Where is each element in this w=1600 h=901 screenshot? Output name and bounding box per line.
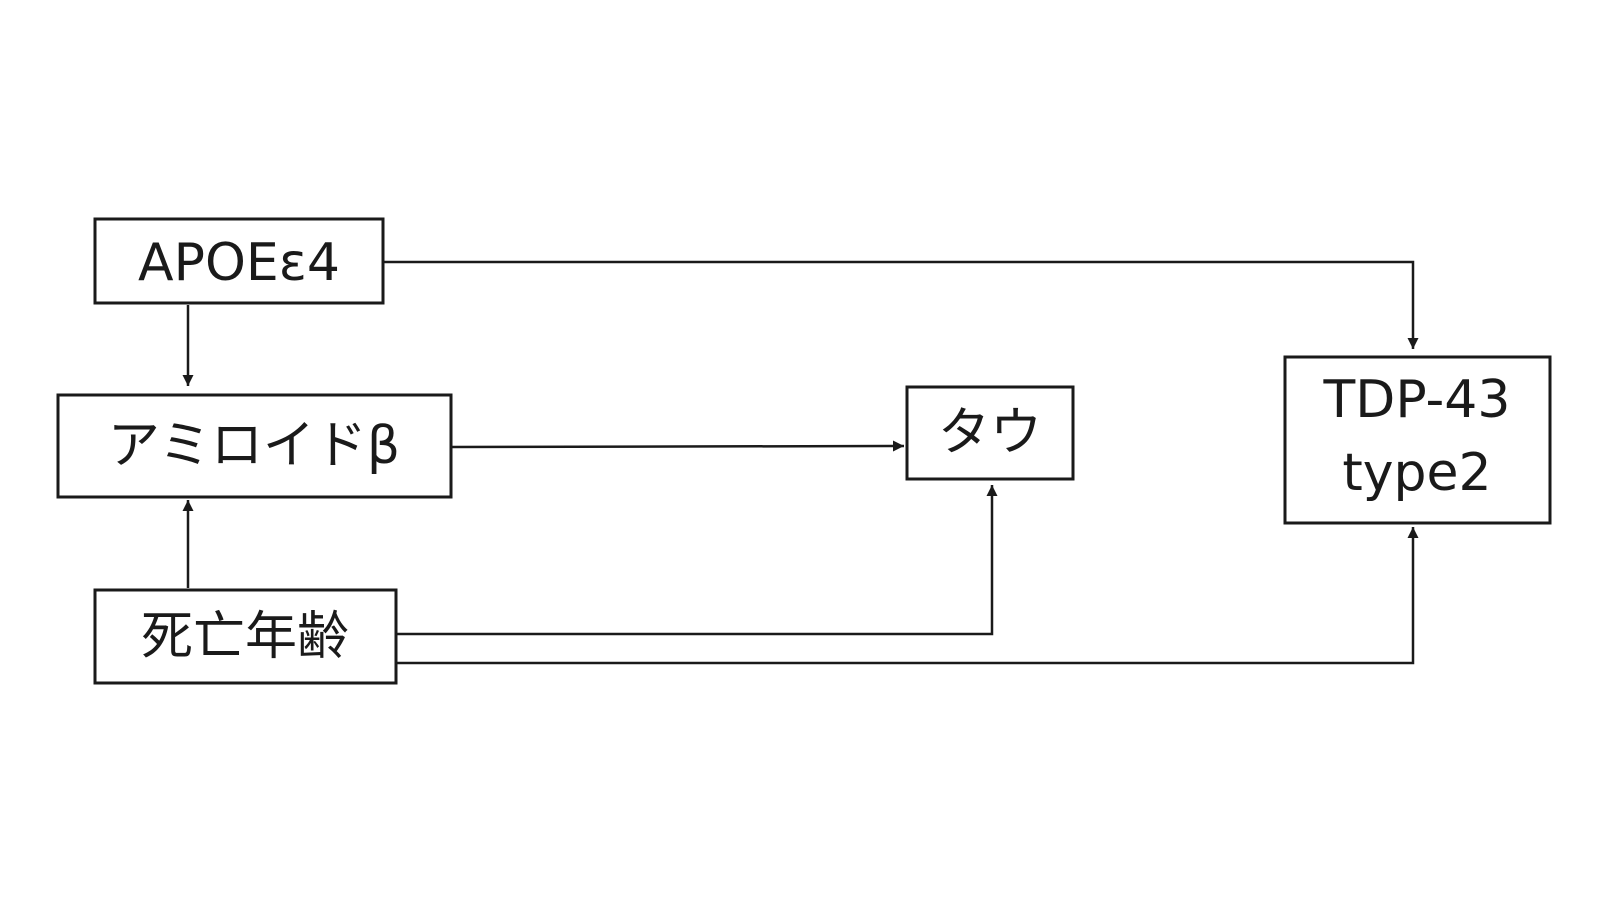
node-age-at-death-label: 死亡年齢: [141, 607, 349, 667]
edge-age-to-tdp43: [397, 527, 1419, 665]
node-apoe-label: APOEε4: [138, 233, 340, 293]
node-tdp43-line1: TDP-43: [1323, 370, 1511, 430]
node-tdp43-line2: type2: [1342, 443, 1491, 503]
edge-amyloid-to-tau: [450, 440, 905, 452]
node-tdp43: TDP-43 type2: [1283, 355, 1552, 525]
edge-age-to-tau: [397, 485, 998, 636]
node-tau-label: タウ: [938, 403, 1042, 463]
node-tau: タウ: [905, 385, 1075, 481]
node-amyloid: アミロイドβ: [56, 393, 453, 499]
node-apoe: APOEε4: [93, 217, 385, 305]
node-amyloid-label: アミロイドβ: [108, 416, 400, 476]
edge-apoe-to-tdp43: [383, 260, 1419, 349]
node-age-at-death: 死亡年齢: [93, 588, 398, 685]
